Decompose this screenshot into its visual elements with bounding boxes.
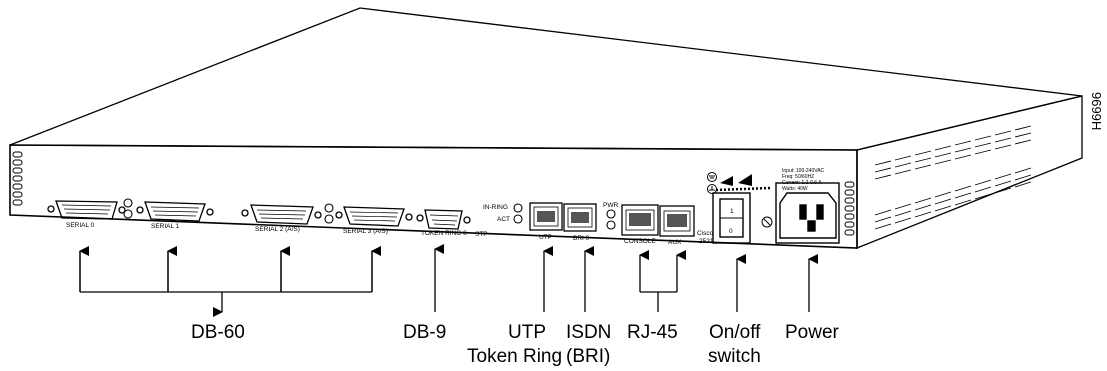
label-utp: UTP [539, 234, 552, 241]
label-serial-2: SERIAL 2 (A/S) [255, 226, 300, 233]
bri-port [563, 203, 597, 232]
callout-arrows [79, 244, 818, 312]
mounting-screw [761, 216, 773, 228]
serial-3-port [335, 206, 413, 227]
chassis-side-face [856, 95, 1083, 249]
chassis [9, 7, 1083, 249]
label-bri: BRI 0 [573, 235, 590, 242]
callout-db60: DB-60 [191, 322, 245, 343]
switch-off-mark: 0 [729, 228, 733, 235]
label-stp: STP [475, 231, 488, 238]
callout-onoff-line1: On/off [709, 322, 761, 343]
label-act: ACT [497, 216, 510, 223]
callout-onoff-line2: switch [708, 346, 761, 367]
label-serial-0: SERIAL 0 [66, 222, 95, 229]
label-serial-3: SERIAL 3 (A/S) [343, 228, 388, 235]
right-front-vent [844, 181, 855, 236]
label-token-ring: TOKEN RING 0 [421, 230, 467, 237]
status-leds-serial-0-1 [123, 198, 133, 219]
callout-utp-line1: UTP [508, 322, 546, 343]
db60-bracket [79, 251, 373, 312]
label-console: CONSOLE [624, 238, 656, 245]
callout-isdn-line2: (BRI) [566, 346, 610, 367]
status-leds-serial-2-3 [324, 203, 334, 224]
console-port [621, 204, 659, 236]
label-in-ring: IN-RING [483, 204, 508, 211]
utp-port [529, 202, 563, 231]
figure-id: H6696 [1089, 92, 1104, 130]
power-spec-line: Current: 1.2-0.6 A [782, 180, 822, 186]
switch-on-mark: 1 [730, 208, 734, 215]
serial-1-port [136, 201, 214, 222]
label-aux: AUX [668, 239, 682, 246]
serial-2-port [241, 204, 322, 225]
power-spec-line: Input: 100-240VAC [782, 168, 825, 174]
left-vent [12, 151, 23, 206]
serial-0-port [47, 200, 126, 220]
label-pwr: PWR [603, 202, 618, 209]
power-status-leds [606, 209, 616, 230]
label-brand: Cisco [697, 230, 714, 237]
power-inlet [775, 182, 840, 244]
aux-port [659, 205, 695, 237]
power-spec-line: Freq: 50/60HZ [782, 174, 814, 180]
ground-symbols [707, 172, 717, 194]
switch-warning-decal [715, 174, 771, 192]
label-serial-1: SERIAL 1 [151, 223, 180, 230]
chassis-top [9, 7, 1083, 151]
label-model: 2521 [699, 238, 714, 245]
callout-isdn-line1: ISDN [566, 322, 611, 343]
power-switch [712, 192, 751, 244]
callout-db9: DB-9 [403, 322, 446, 343]
side-vents [874, 125, 1032, 230]
callout-rj45: RJ-45 [627, 322, 678, 343]
power-spec-line: Watts: 40W [782, 186, 808, 192]
callout-utp-line2: Token Ring [467, 346, 562, 367]
token-ring-db9-port [416, 209, 471, 230]
callout-power: Power [785, 322, 840, 343]
rj45-bracket [640, 291, 677, 312]
ring-status-leds [513, 203, 523, 224]
power-specs: Input: 100-240VAC Freq: 50/60HZ Current:… [782, 168, 825, 192]
